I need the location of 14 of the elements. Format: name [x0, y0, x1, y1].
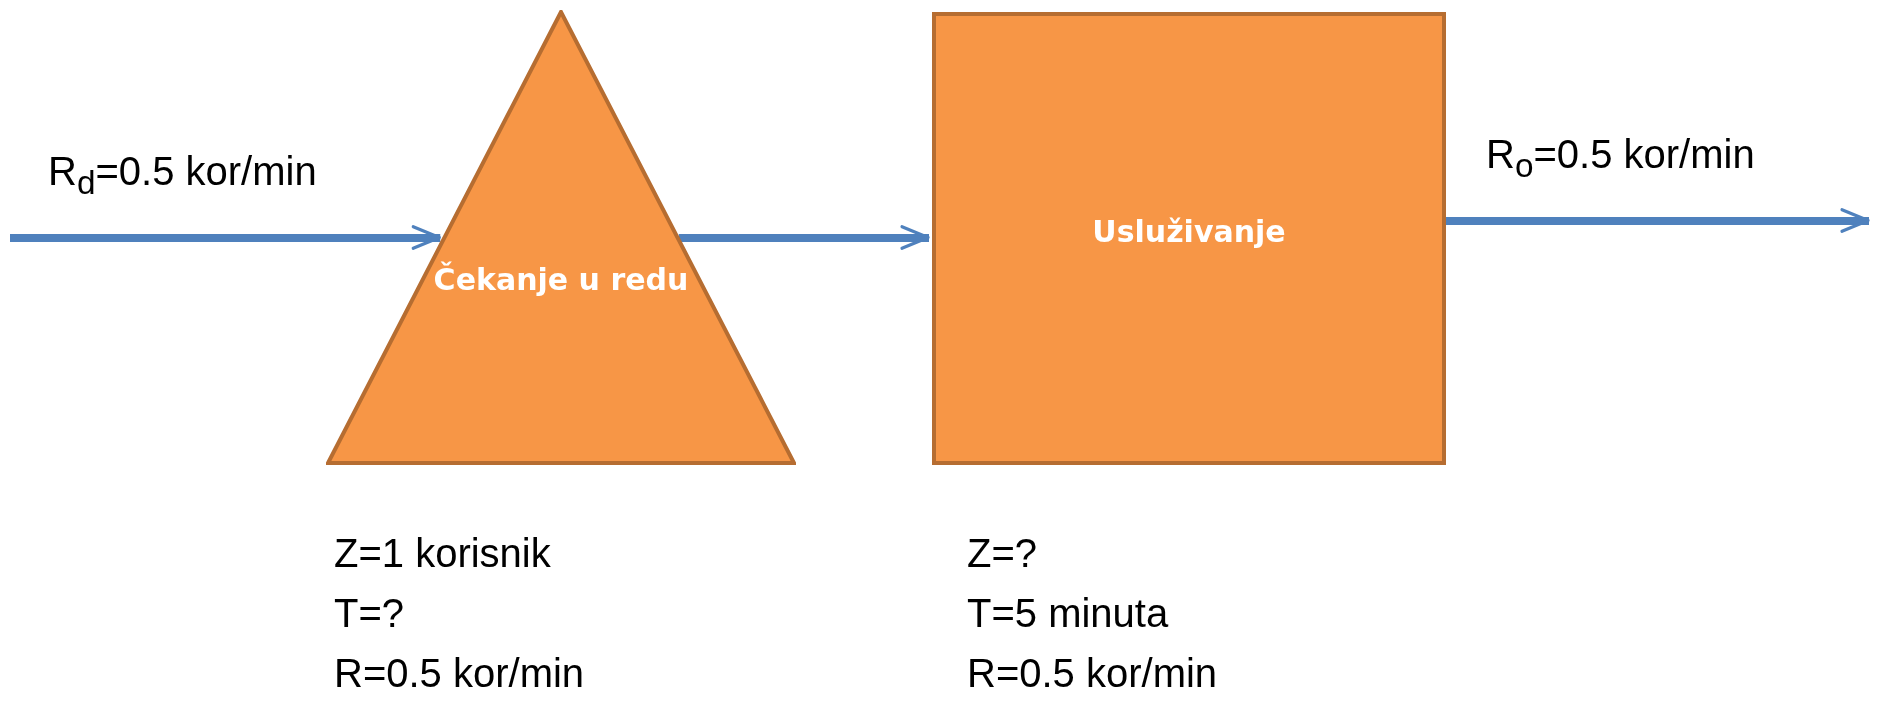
edge-label: R$_{o}$=0.5 kor/min: [1486, 131, 1755, 186]
queue-triangle: [326, 10, 796, 465]
arrow: [1446, 207, 1870, 234]
edge-label: R$_{d}$=0.5 kor/min: [48, 148, 317, 203]
node-label: Usluživanje: [1091, 213, 1287, 251]
note-text: T=5 minuta: [967, 590, 1169, 636]
note-text: R=0.5 kor/min: [967, 650, 1218, 696]
note-text: Z=1 korisnik: [334, 530, 551, 576]
arrow: [678, 224, 930, 251]
note-text: R=0.5 kor/min: [334, 650, 585, 696]
note-text: T=?: [334, 590, 405, 636]
node-label: Čekanje u redu: [432, 260, 690, 299]
process-box: [932, 12, 1446, 465]
note-text: Z=?: [967, 530, 1038, 576]
